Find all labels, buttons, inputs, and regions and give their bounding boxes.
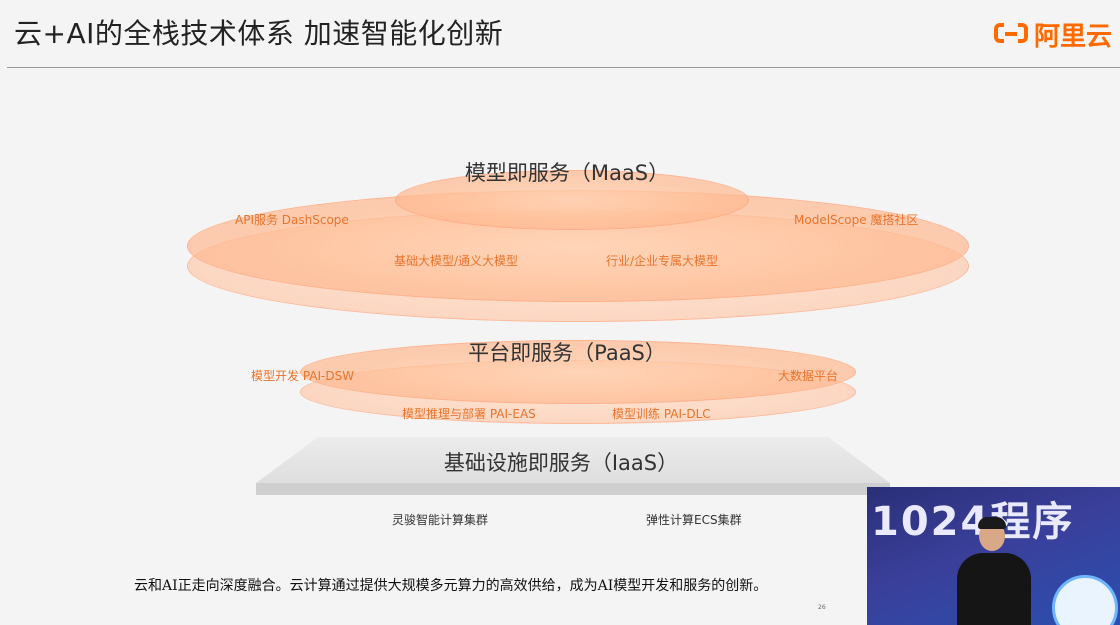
speaker-body xyxy=(957,553,1031,625)
iaas-title: 基础设施即服务（IaaS） xyxy=(443,451,679,475)
header-divider xyxy=(7,67,1120,68)
logo-text: 阿里云 xyxy=(1033,22,1112,52)
iaas-label-lingjun: 灵骏智能计算集群 xyxy=(392,513,489,527)
paas-disc-upper xyxy=(300,340,856,404)
page-number: 26 xyxy=(818,604,826,611)
brand-logo: 阿里云 xyxy=(993,16,1112,53)
iaas-platform-top xyxy=(256,437,890,483)
aliyun-logo-icon xyxy=(993,21,1028,49)
maas-tag-dashscope: API服务 DashScope xyxy=(235,213,349,227)
paas-tag-dlc: 模型训练 PAI-DLC xyxy=(612,407,711,421)
iaas-platform-front xyxy=(256,483,890,495)
mascot-icon xyxy=(1052,575,1118,625)
paas-tag-bigdata: 大数据平台 xyxy=(778,369,839,383)
slide-caption: 云和AI正走向深度融合。云计算通过提供大规模多元算力的高效供给，成为AI模型开发… xyxy=(134,578,768,594)
maas-title: 模型即服务（MaaS） xyxy=(464,161,670,185)
maas-tag-foundation-model: 基础大模型/通义大模型 xyxy=(394,254,519,268)
speaker-video-overlay: 1024程序 xyxy=(867,487,1120,625)
iaas-label-ecs: 弹性计算ECS集群 xyxy=(646,513,742,527)
event-banner-text: 1024程序 xyxy=(871,499,1075,545)
maas-top-disc xyxy=(395,170,749,230)
maas-tag-modelscope: ModelScope 魔搭社区 xyxy=(794,213,919,227)
page-title: 云+AI的全栈技术体系 加速智能化创新 xyxy=(14,17,504,50)
paas-tag-dsw: 模型开发 PAI-DSW xyxy=(251,369,355,383)
speaker-hair xyxy=(978,517,1006,529)
paas-title: 平台即服务（PaaS） xyxy=(468,341,666,365)
maas-tag-industry-model: 行业/企业专属大模型 xyxy=(606,254,719,268)
paas-tag-eas: 模型推理与部署 PAI-EAS xyxy=(402,407,536,421)
